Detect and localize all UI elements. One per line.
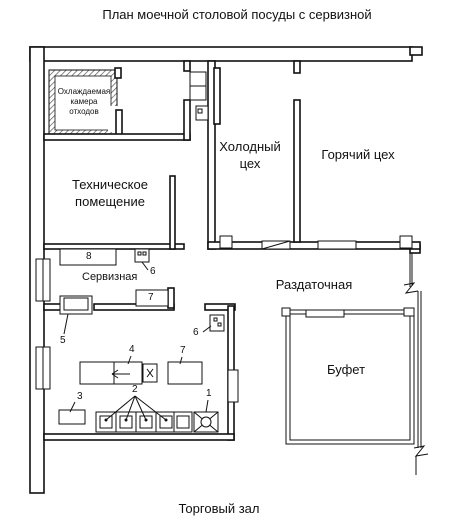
equipment-2-sinks: [95, 395, 193, 433]
equipment-6-sink: [134, 248, 150, 263]
equipment-8-rack: [59, 248, 117, 266]
label-equipment-7-top: 7: [148, 292, 154, 303]
label-service-room: Сервизная: [82, 271, 138, 283]
equipment-5-table: [59, 295, 93, 315]
label-equipment-5: 5: [60, 335, 66, 346]
plan-title: План моечной столовой посуды с сервизной: [102, 7, 372, 22]
equipment-7-cabinet: [135, 289, 169, 307]
label-equipment-6-top: 6: [150, 266, 156, 277]
label-equipment-8: 8: [86, 251, 92, 262]
label-buffet: Буфет: [326, 362, 366, 377]
outer-windows: [35, 258, 51, 390]
label-distribution: Раздаточная: [275, 277, 353, 292]
label-hot-shop: Горячий цех: [321, 147, 395, 162]
equipment-6-sink-lower: [209, 314, 225, 332]
equipment-4-table: [79, 361, 115, 385]
label-equipment-1: 1: [206, 388, 212, 399]
buffet-room: [281, 307, 415, 445]
equipment-3-table: [58, 409, 86, 425]
label-dining-hall: Торговый зал: [178, 501, 260, 516]
label-cold-waste-room: Охлаждаемая камера отходов: [57, 87, 111, 116]
equipment-7-cabinet-lower: [167, 361, 203, 385]
label-equipment-4: 4: [129, 344, 135, 355]
label-equipment-6-lower: 6: [193, 327, 199, 338]
label-equipment-7-lower: 7: [180, 345, 186, 356]
shop-walls: [189, 60, 421, 250]
label-cold-shop: Холодный цех: [219, 139, 281, 171]
technical-room-walls: [43, 60, 191, 250]
label-technical-room: Техническое помещение: [72, 177, 148, 209]
label-equipment-3: 3: [77, 391, 83, 402]
label-equipment-2: 2: [132, 384, 138, 395]
cold-waste-room: [48, 67, 123, 137]
equipment: [58, 248, 225, 433]
